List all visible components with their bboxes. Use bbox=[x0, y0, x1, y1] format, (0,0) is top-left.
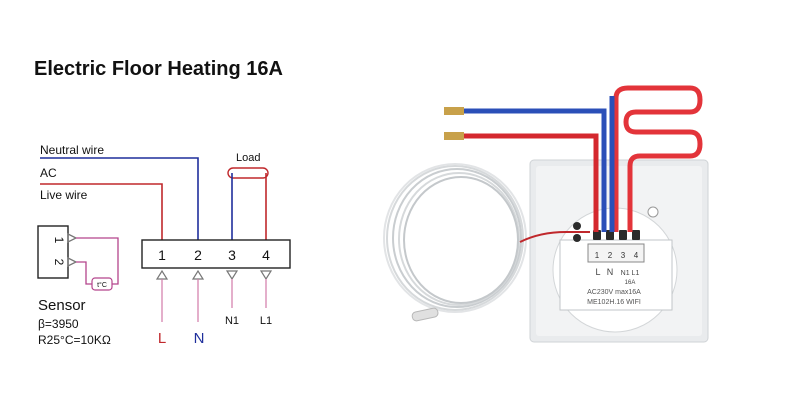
output-L1-label: L1 bbox=[260, 315, 272, 327]
supply-wires bbox=[462, 108, 607, 232]
input-L-label: L bbox=[158, 330, 166, 347]
terminal-2: 2 bbox=[194, 247, 202, 263]
module-label-N1L1: N1 L1 bbox=[621, 270, 640, 277]
output-N1-label: N1 bbox=[225, 315, 239, 327]
sensor-cable-coil bbox=[383, 163, 527, 313]
module-terminal-4: 4 bbox=[634, 251, 639, 260]
sensor-symbol: t°C bbox=[97, 281, 107, 289]
sensor-wires bbox=[67, 232, 119, 285]
module-screws bbox=[573, 222, 640, 242]
neutral-wire bbox=[40, 157, 199, 240]
sensor-lead bbox=[519, 231, 590, 243]
module-terminal-1: 1 bbox=[595, 251, 600, 260]
load-element bbox=[227, 167, 269, 179]
terminal-block bbox=[141, 239, 291, 269]
terminal-3: 3 bbox=[228, 247, 236, 263]
plate-screw-icon bbox=[647, 206, 659, 218]
sensor-connector bbox=[37, 225, 69, 279]
live-wire bbox=[40, 183, 163, 240]
live-wire-label: Live wire bbox=[40, 188, 88, 202]
heating-cable bbox=[613, 85, 703, 232]
supply-wire-tip-red bbox=[444, 132, 464, 140]
load-label: Load bbox=[236, 152, 260, 164]
module-model: ME102H.16 WIFI bbox=[587, 299, 641, 306]
module-terminal-3: 3 bbox=[621, 251, 626, 260]
terminal-4: 4 bbox=[262, 247, 270, 263]
module-label-N: N bbox=[607, 267, 614, 277]
module-label-L: L bbox=[595, 267, 600, 277]
module-terminal-strip bbox=[587, 243, 645, 263]
sensor-beta: β=3950 bbox=[38, 317, 79, 331]
sensor-pin-2: 2 bbox=[52, 259, 66, 266]
neutral-wire-label: Neutral wire bbox=[40, 143, 104, 157]
diagram-title: Electric Floor Heating 16A bbox=[34, 58, 283, 80]
supply-wire-tip-blue bbox=[444, 107, 464, 115]
sensor-title: Sensor bbox=[38, 297, 86, 314]
sensor-probe bbox=[411, 307, 439, 322]
module-spec: AC230V max16A bbox=[587, 289, 641, 296]
module-rating: 16A bbox=[625, 280, 636, 286]
sensor-pin-1: 1 bbox=[52, 237, 66, 244]
terminal-input-arrows bbox=[155, 269, 273, 322]
sensor-thermistor bbox=[91, 277, 113, 291]
ac-label: AC bbox=[40, 166, 57, 180]
sensor-resistance: R25°C=10KΩ bbox=[38, 333, 111, 347]
input-N-label: N bbox=[194, 330, 205, 347]
terminal-1: 1 bbox=[158, 247, 166, 263]
module-terminal-2: 2 bbox=[608, 251, 613, 260]
